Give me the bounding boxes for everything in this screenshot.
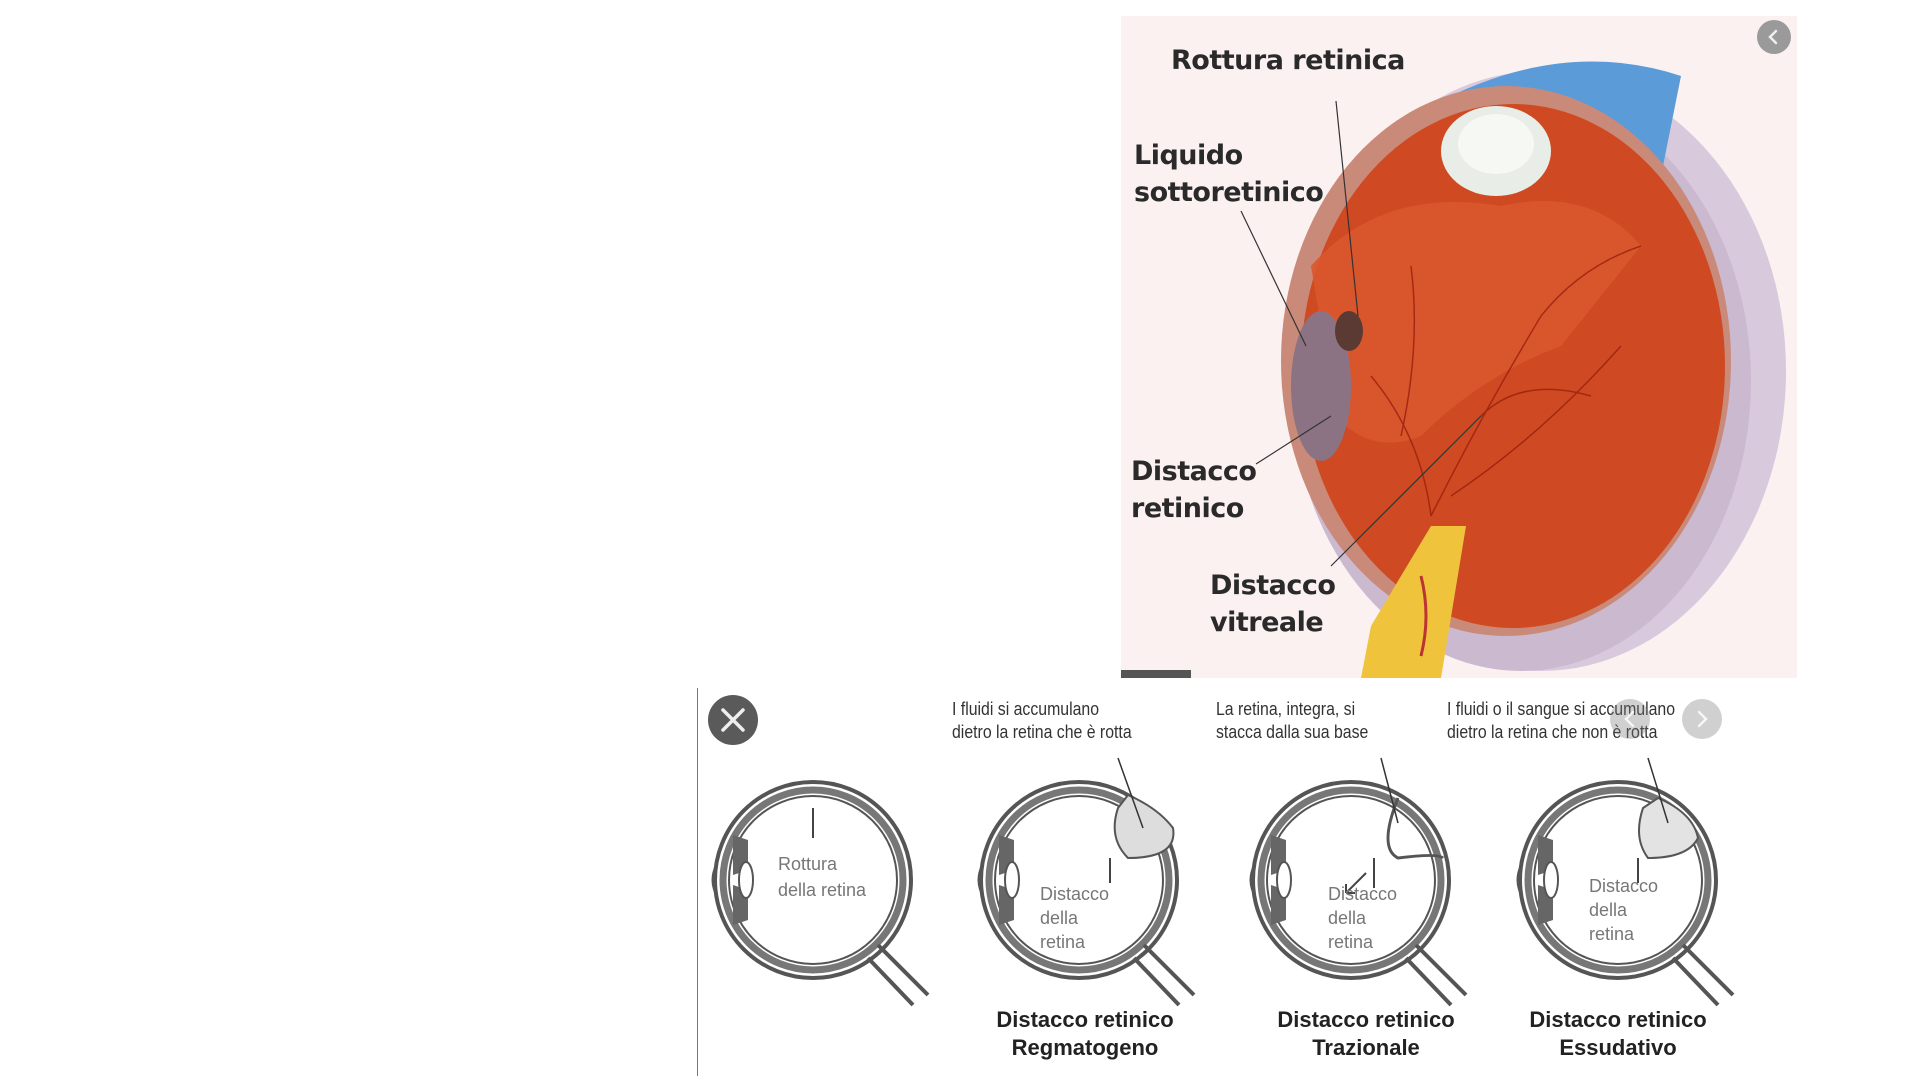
eye-label-4-line2: della <box>1589 900 1628 920</box>
chevron-right-icon[interactable] <box>1682 699 1722 739</box>
eye-label-2-line1: Distacco <box>1040 884 1109 904</box>
title-line: Regmatogeno <box>1011 1035 1159 1060</box>
eye-diagrams <box>698 757 1743 1076</box>
caption-line: I fluidi o il sangue si accumulano <box>1447 699 1676 719</box>
caption-essudativo: I fluidi o il sangue si accumulano dietr… <box>1447 698 1675 744</box>
caption-regmatogeno: I fluidi si accumulano dietro la retina … <box>952 698 1132 744</box>
eye-label-3-line3: retina <box>1328 932 1374 952</box>
caption-line: stacca dalla sua base <box>1216 722 1369 742</box>
title-line: Distacco retinico <box>996 1007 1174 1032</box>
eye-labels: Rottura della retina Distacco della reti… <box>778 854 1658 952</box>
retinal-detachment-types-image[interactable]: Rottura della retina Distacco della reti… <box>697 688 1743 1076</box>
eye-label-3-line2: della <box>1328 908 1367 928</box>
chevron-left-icon[interactable] <box>1757 20 1791 54</box>
label-distacco-vitreale-1: Distacco <box>1210 570 1336 601</box>
caption-line: I fluidi si accumulano <box>952 699 1100 719</box>
caption-line: dietro la retina che non è rotta <box>1447 722 1658 742</box>
eye-label-4-line1: Distacco <box>1589 876 1658 896</box>
image-size-badge <box>1121 670 1191 678</box>
eye-label-3-line1: Distacco <box>1328 884 1397 904</box>
eye-anatomy-image[interactable]: Rottura retinica Liquido sottoretinico D… <box>1121 16 1797 678</box>
title-trazionale: Distacco retinico Trazionale <box>1246 1006 1486 1062</box>
label-liquido: Liquido <box>1134 140 1243 171</box>
eye-label-2-line3: retina <box>1040 932 1086 952</box>
eye-cross-section-illustration <box>1240 61 1786 678</box>
title-line: Trazionale <box>1312 1035 1420 1060</box>
label-distacco-retinico-1: Distacco <box>1131 456 1257 487</box>
label-distacco-retinico-2: retinico <box>1131 493 1244 524</box>
close-icon[interactable] <box>708 695 758 745</box>
title-regmatogeno: Distacco retinico Regmatogeno <box>965 1006 1205 1062</box>
caption-line: La retina, integra, si <box>1216 699 1356 719</box>
eye-label-4-line3: retina <box>1589 924 1635 944</box>
label-sottoretinico: sottoretinico <box>1134 177 1324 208</box>
eye-label-1-line2: della retina <box>778 880 867 900</box>
title-line: Essudativo <box>1559 1035 1677 1060</box>
label-rottura-retinica: Rottura retinica <box>1171 45 1405 76</box>
title-line: Distacco retinico <box>1529 1007 1707 1032</box>
label-distacco-vitreale-2: vitreale <box>1210 607 1324 638</box>
title-line: Distacco retinico <box>1277 1007 1455 1032</box>
title-essudativo: Distacco retinico Essudativo <box>1498 1006 1738 1062</box>
eye-label-1-line1: Rottura <box>778 854 838 874</box>
chevron-left-icon[interactable] <box>1610 699 1650 739</box>
eye-label-2-line2: della <box>1040 908 1079 928</box>
caption-trazionale: La retina, integra, si stacca dalla sua … <box>1216 698 1368 744</box>
caption-line: dietro la retina che è rotta <box>952 722 1132 742</box>
